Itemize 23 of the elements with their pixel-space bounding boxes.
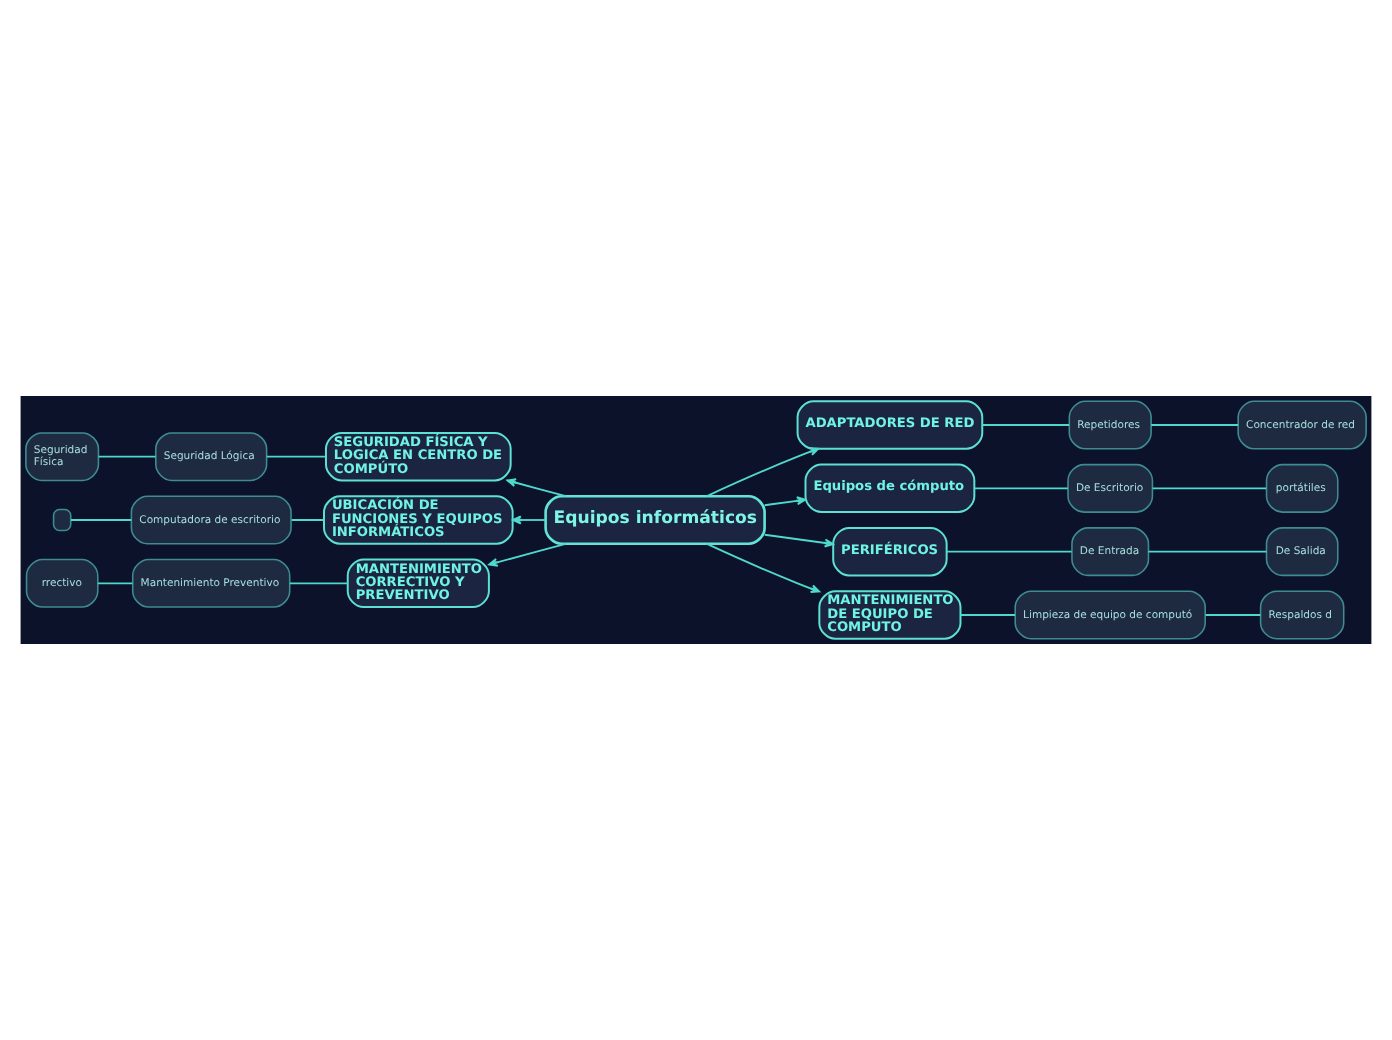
arrow — [511, 515, 547, 525]
connector — [96, 582, 134, 585]
connector — [1150, 424, 1240, 426]
arrow — [506, 478, 567, 498]
arrow — [763, 496, 807, 507]
connector — [1151, 487, 1268, 490]
connector — [945, 550, 1073, 553]
connector — [1204, 614, 1262, 616]
connector — [288, 582, 349, 585]
arrow — [488, 542, 567, 567]
connector — [70, 519, 133, 521]
node-box — [52, 508, 72, 532]
connector — [1147, 550, 1268, 553]
connector — [265, 455, 327, 458]
arrow — [763, 533, 834, 548]
connector — [981, 424, 1070, 426]
connector — [290, 519, 325, 521]
node-box: Equipos informáticos — [544, 494, 766, 546]
connector — [959, 614, 1016, 616]
arrow — [706, 543, 821, 594]
arrow — [706, 447, 820, 497]
connector — [973, 487, 1069, 490]
connector — [97, 455, 157, 458]
